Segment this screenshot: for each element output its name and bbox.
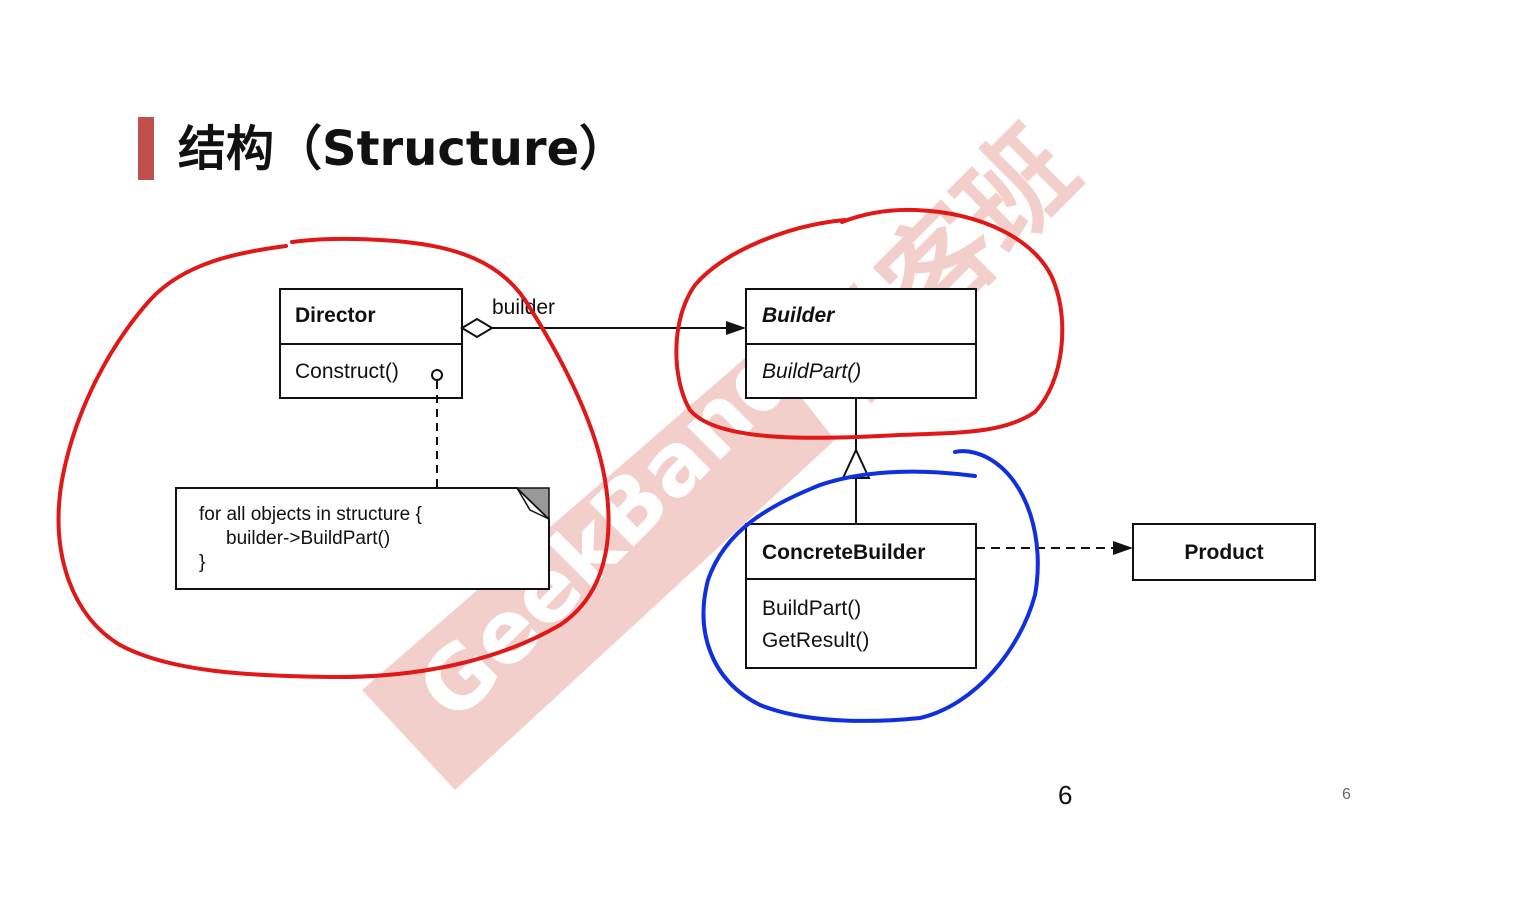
association-arrowhead: [726, 321, 746, 335]
concrete-builder-operation: BuildPart(): [762, 597, 861, 620]
builder-class: Builder BuildPart(): [745, 288, 977, 399]
red-annotation-circle: [674, 207, 1065, 440]
page-number-corner: 6: [1342, 786, 1351, 803]
product-name: Product: [1184, 541, 1263, 564]
note: for all objects in structure { builder->…: [175, 487, 550, 590]
concrete-builder-operation: GetResult(): [762, 629, 869, 652]
note-fold: [515, 487, 550, 521]
director-class: Director Construct(): [279, 288, 463, 399]
builder-operation: BuildPart(): [762, 360, 861, 383]
product-box: [1132, 523, 1316, 581]
association-label: builder: [492, 296, 555, 319]
blue-annotation-circle: [701, 449, 1040, 723]
title-accent-bar: [138, 117, 154, 180]
inheritance-arrow: [841, 398, 871, 524]
slide-title: 结构（Structure）: [178, 121, 628, 177]
aggregation-association: builder: [460, 296, 746, 339]
concrete-builder-class: ConcreteBuilder BuildPart() GetResult(): [745, 523, 977, 669]
dependency-arrow: [976, 541, 1133, 555]
note-connector: [431, 369, 443, 488]
note-fold-line: [516, 487, 550, 520]
note-shape: [175, 487, 550, 590]
product-class: Product: [1132, 523, 1316, 581]
red-annotation-circle: [56, 236, 611, 680]
page-number: 6: [1058, 780, 1073, 810]
note-anchor: [431, 369, 443, 381]
builder-name: Builder: [762, 304, 836, 327]
note-line: for all objects in structure {: [199, 504, 422, 525]
concrete-builder-box: [745, 523, 977, 669]
note-line: builder->BuildPart(): [226, 528, 390, 549]
watermark-band: [362, 345, 835, 790]
director-operation: Construct(): [295, 360, 399, 383]
director-name: Director: [295, 304, 376, 327]
aggregation-diamond: [460, 317, 494, 339]
note-line: }: [199, 552, 205, 573]
dependency-arrowhead: [1113, 541, 1133, 555]
concrete-builder-name: ConcreteBuilder: [762, 541, 925, 564]
